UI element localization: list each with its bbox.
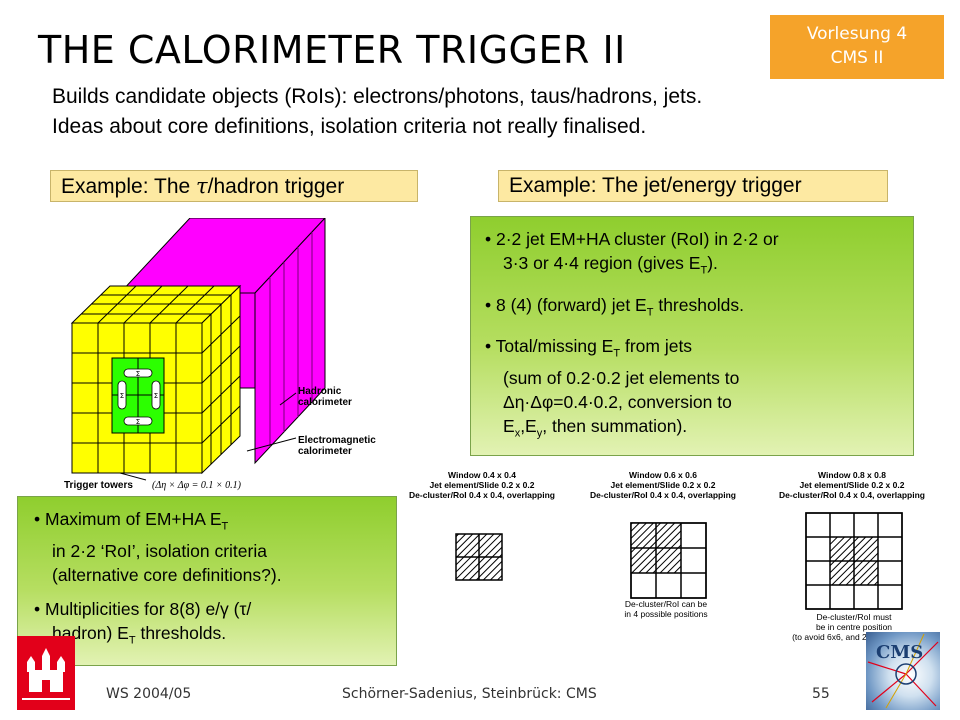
em-label-1: Electromagnetic (298, 435, 376, 446)
window-0-8-t2: Jet element/Slide 0.2 x 0.2 (799, 480, 905, 490)
em-label-2: calorimeter (298, 446, 352, 457)
footer-authors: Schörner-Sadenius, Steinbrück: CMS (342, 686, 597, 702)
trigger-towers-formula: (Δη × Δφ = 0.1 × 0.1) (152, 480, 242, 491)
jet-b1-end: ). (707, 253, 718, 273)
tau-b1-line-2: in 2·2 ‘RoI’, isolation criteria (52, 540, 267, 561)
intro-text: Builds candidate objects (RoIs): electro… (52, 82, 702, 142)
window-0-6-note-1: De-cluster/RoI can be (624, 599, 708, 609)
tau-b1-line-3: (alternative core definitions?). (52, 564, 282, 585)
jet-b3-sub: T (613, 347, 621, 360)
jet-b3-line-2: (sum of 0.2·0.2 jet elements to (503, 367, 740, 388)
jet-trigger-box: • 2·2 jet EM+HA cluster (RoI) in 2·2 or … (470, 216, 914, 456)
tau-b2-end: thresholds. (135, 622, 227, 643)
tau-bullet-1: • Maximum of EM+HA ET in 2·2 ‘RoI’, isol… (34, 507, 386, 587)
jet-b3-y-sub: y (536, 427, 543, 439)
intro-line-1: Builds candidate objects (RoIs): electro… (52, 85, 703, 108)
hadronic-label-2: calorimeter (298, 397, 352, 408)
page-number: 55 (812, 686, 830, 702)
tau-b1-sub: T (221, 520, 229, 533)
badge-line-2: CMS II (830, 48, 884, 68)
jet-b3-end-2: , then summation). (542, 415, 688, 436)
castle-icon (22, 648, 70, 700)
window-0-8-t3: De-cluster/RoI 0.4 x 0.4, overlapping (779, 490, 925, 500)
jet-b2-end: thresholds. (653, 294, 744, 315)
window-grids (455, 512, 903, 610)
sigma-bottom: Σ (136, 418, 140, 426)
window-0-6-t2: Jet element/Slide 0.2 x 0.2 (610, 480, 716, 490)
tau-symbol: τ (196, 174, 208, 198)
jet-b3-ex: E (503, 415, 515, 436)
calorimeter-diagram: Σ Σ Σ Σ Hadronic calorimeter Electromagn… (64, 218, 376, 491)
sigma-left: Σ (120, 392, 124, 400)
jet-b3-ey: ,E (520, 415, 537, 436)
jet-b2-text: • 8 (4) (forward) jet E (485, 294, 647, 315)
jet-b3-x-sub: x (514, 427, 521, 439)
sum-capsules (117, 368, 161, 426)
window-0-8-title: Window 0.8 x 0.8 Jet element/Slide 0.2 x… (772, 470, 932, 500)
sigma-top: Σ (136, 370, 140, 378)
window-0-4-title: Window 0.4 x 0.4 Jet element/Slide 0.2 x… (402, 470, 562, 500)
jet-b3-line-4: Ex,Ey, then summation). (485, 414, 901, 446)
jet-trigger-header: Example: The jet/energy trigger (498, 170, 888, 202)
window-grid-0-6 (630, 522, 707, 599)
cms-logo-text: CMS (876, 642, 924, 663)
tau-bullet-2: • Multiplicities for 8(8) e/γ (τ/ hadron… (34, 597, 386, 653)
cms-event-picture: CMS (866, 632, 940, 710)
trigger-towers-label: Trigger towers (64, 480, 133, 491)
jet-bullet-1: • 2·2 jet EM+HA cluster (RoI) in 2·2 or … (485, 227, 901, 283)
tau-b2-line-2: hadron) ET thresholds. (34, 621, 386, 653)
jet-b1-sub: T (700, 264, 708, 277)
intro-line-2: Ideas about core definitions, isolation … (52, 115, 647, 138)
jet-bullet-2: • 8 (4) (forward) jet ET thresholds. (485, 293, 901, 325)
tau-b2-text: • Multiplicities for 8(8) e/γ (τ/ (34, 598, 252, 619)
window-0-6-note: De-cluster/RoI can be in 4 possible posi… (586, 599, 746, 619)
footer-semester: WS 2004/05 (106, 686, 192, 702)
window-0-4-t3: De-cluster/RoI 0.4 x 0.4, overlapping (409, 490, 555, 500)
sigma-right: Σ (154, 392, 158, 400)
jet-b3-line-3: Δη·Δφ=0.4·0.2, conversion to (503, 391, 732, 412)
window-0-6-note-2: in 4 possible positions (624, 609, 708, 619)
jet-b3-end: from jets (620, 336, 693, 356)
tau-header-suffix: /hadron trigger (207, 175, 345, 198)
cms-event-icon (867, 633, 939, 709)
jet-bullet-1-line-2: 3·3 or 4·4 region (gives ET). (485, 253, 718, 277)
window-0-8-note-2: be in centre position (815, 622, 893, 632)
em-layer: Σ Σ Σ Σ (70, 284, 242, 475)
tau-trigger-header: Example: The τ/hadron trigger (50, 170, 418, 202)
window-0-8-t1: Window 0.8 x 0.8 (818, 470, 886, 480)
university-logo (17, 636, 75, 710)
jet-b3-text: • Total/missing E (485, 336, 614, 356)
jet-bullet-1-line-1: • 2·2 jet EM+HA cluster (RoI) in 2·2 or (485, 229, 779, 249)
hadronic-label-1: Hadronic (298, 386, 342, 397)
badge-line-1: Vorlesung 4 (806, 24, 908, 44)
tau-b1-text: • Maximum of EM+HA E (34, 509, 222, 529)
window-0-8-note-1: De-cluster/RoI must (816, 612, 892, 622)
window-0-8-note-3: (to avoid 6x6, and 2 jets/window) (792, 632, 916, 642)
slide-title: THE CALORIMETER TRIGGER II (38, 28, 626, 72)
tau-b2-sub: T (128, 634, 136, 646)
lecture-badge: Vorlesung 4 CMS II (770, 15, 944, 79)
tau-header-prefix: Example: The (61, 175, 197, 198)
tau-trigger-box: • Maximum of EM+HA ET in 2·2 ‘RoI’, isol… (17, 496, 397, 666)
window-grid-0-8 (805, 512, 903, 610)
window-grid-0-4 (455, 533, 503, 581)
window-0-4-t1: Window 0.4 x 0.4 (448, 470, 516, 480)
window-0-6-t1: Window 0.6 x 0.6 (629, 470, 697, 480)
window-0-4-t2: Jet element/Slide 0.2 x 0.2 (429, 480, 535, 490)
jet-b1-text: 3·3 or 4·4 region (gives E (503, 253, 701, 273)
jet-bullet-3: • Total/missing ET from jets (sum of 0.2… (485, 334, 901, 445)
jet-b2-sub: T (646, 306, 654, 318)
window-0-6-title: Window 0.6 x 0.6 Jet element/Slide 0.2 x… (583, 470, 743, 500)
window-0-8-note: De-cluster/RoI must be in centre positio… (774, 612, 934, 642)
window-0-6-t3: De-cluster/RoI 0.4 x 0.4, overlapping (590, 490, 736, 500)
